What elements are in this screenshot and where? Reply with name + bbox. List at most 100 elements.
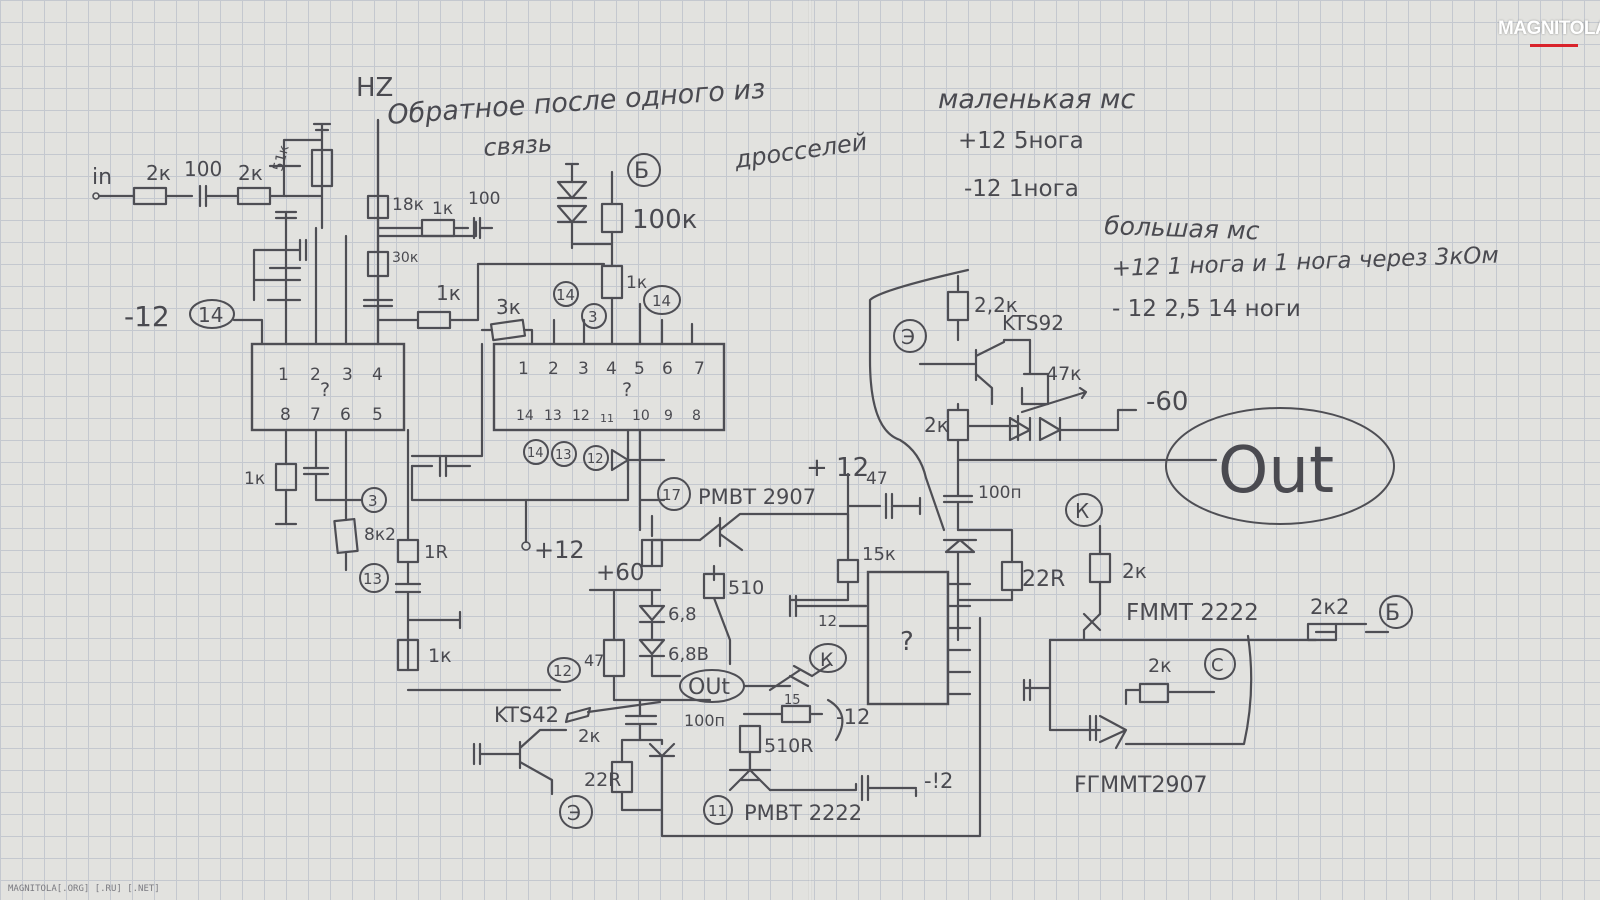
label-minus12-c: -!2 [924,769,953,793]
ic2-pin-13: 13 [544,408,562,424]
label-r-100k: 100к [632,205,697,235]
label-e-circle-right: Э [901,325,915,349]
ic2-pin-8: 8 [692,408,701,424]
label-in: in [92,165,112,190]
ic1-pin-8: 8 [280,405,291,425]
label-r-2k-c: 2к [1148,655,1172,677]
ic1-lower-network: 1к 3 8к2 13 1R 1к 12 +12 [244,342,630,692]
label-k-circle: К [820,649,834,671]
ic2-pin-12: 12 [572,408,590,424]
label-r-8k2: 8к2 [364,525,396,545]
ic1-chip: 1 2 3 4 ? 8 7 6 5 [250,118,406,432]
ic2-pin-14: 14 [516,408,534,424]
label-c-in-100: 100 [184,157,222,181]
label-r-2k2: 2к2 [1310,595,1349,619]
feedback-network: 18к 1к 100 30к 1к 3к [362,118,606,346]
note-feedback-line2: связь [482,129,552,162]
label-r-510: 510 [728,577,764,599]
ic3-chip: ? [838,570,972,706]
label-r-18k: 18к [392,195,424,215]
note-big-ic-title: большая мс [1104,211,1260,245]
label-b-circle-top: Б [634,159,649,184]
ic1-question: ? [320,379,330,401]
label-pin13-d: 13 [555,448,572,463]
ic2-pin-2: 2 [548,359,559,379]
label-r-47: 47 [584,651,604,670]
ic2-pin-6: 6 [662,359,673,379]
ic3-question: ? [900,627,914,657]
note-feedback-line3: дросселей [732,128,869,174]
ic1-pin-5: 5 [372,405,383,425]
label-r-1r: 1R [424,542,448,563]
label-k-circle-right: К [1075,499,1089,523]
ic2-pin-5: 5 [634,359,645,379]
label-fmmt2222: FMMT 2222 [1126,600,1259,626]
ic1-pin-3: 3 [342,365,353,385]
label-pin11: 11 [708,802,727,820]
diode-ic2 [610,448,666,472]
label-kts42: KTS42 [494,703,559,727]
ic2-pin-7: 7 [694,359,705,379]
label-r-3k: 3к [496,295,521,319]
label-pin3-c: 3 [368,492,378,510]
label-r-2k-top: 2к [238,161,263,185]
label-r-2k-right: 2к [924,413,949,437]
note-big-ic-neg: - 12 2,5 14 ноги [1112,296,1301,322]
label-r-47k: 47к [1046,363,1082,385]
label-b-circle-right: Б [1385,601,1400,626]
label-minus12: -12 [124,300,170,333]
ic1-pin-2: 2 [310,365,321,385]
label-r-1k-mid: 1к [436,281,461,305]
watermark-text: MAGNITOLA[.ORG] [.RU] [.NET] [8,884,160,894]
label-c-100n: 100п [684,711,725,730]
label-r-510r: 510R [764,735,813,757]
bias-network: Б 100к 1к 14 3 14 [553,153,697,329]
ic2-pin-10: 10 [632,408,650,424]
label-kts92: KTS92 [1002,311,1064,335]
note-small-ic-neg: -12 1нога [964,176,1079,202]
note-small-ic-pos: +12 5нога [958,128,1084,154]
label-pmbt2222: PMBT 2222 [744,801,862,825]
label-pmbt2907: PMBT 2907 [698,485,816,509]
note-nz: НZ [356,73,393,103]
label-out-big: Out [1218,434,1334,508]
label-c-circle: С [1211,655,1224,676]
note-small-ic-title: маленькая мс [938,84,1135,115]
label-pin14-d: 14 [527,446,544,461]
note-big-ic-pos: +12 1 нога и 1 нога через 3кОм [1111,242,1499,281]
label-plus60: +60 [596,560,645,586]
ic2-pin-1: 1 [518,359,529,379]
label-c15: 15 [784,693,801,708]
paper-fold [808,0,812,900]
label-r-15k: 15к [862,544,896,565]
label-plus12-mid: +12 [534,536,585,564]
label-r-2k-kts: 2к [578,726,600,747]
label-out-small: OUt [688,675,730,700]
label-r-1k-fb: 1к [432,199,453,219]
label-r-1k-left: 1к [244,469,265,489]
note-feedback-line1: Обратное после одного из [386,74,766,131]
label-minus60: -60 [1146,387,1188,417]
label-r-22r-left: 22R [584,769,621,791]
magnitola-logo: MAGNITOLA [1498,18,1600,48]
output-stage-center: 17 PMBT 2907 + 12 47 15к 12 +60 6,8 6,8В… [584,453,922,742]
label-pin13-c: 13 [363,570,382,588]
label-e-circle: Э [567,801,581,825]
label-pin12-d: 12 [587,452,604,467]
label-r-in-2k: 2к [146,161,171,185]
right-output-stage: Э 2,2к KTS92 47к -60 2к 100п 22R [868,268,1218,642]
input-section: in 2к 100 2к 51к [92,122,334,346]
label-pin14-left: 14 [198,303,223,327]
label-pin14-b: 14 [556,286,575,304]
label-pin12-low: 12 [553,662,572,680]
label-c47: 47 [866,469,888,489]
ic1-pin-1: 1 [278,365,289,385]
ic2-pin-4: 4 [606,359,617,379]
pmbt2222-stage: 510R 11 PMBT 2222 -!2 [660,616,982,838]
ic1-pin-4: 4 [372,365,383,385]
label-pin3-b: 3 [588,308,598,326]
kts42-stage: KTS42 2к Э 100п 22R [472,698,725,829]
ic2-pin-9: 9 [664,408,673,424]
label-r-1k-right: 1к [626,273,647,293]
